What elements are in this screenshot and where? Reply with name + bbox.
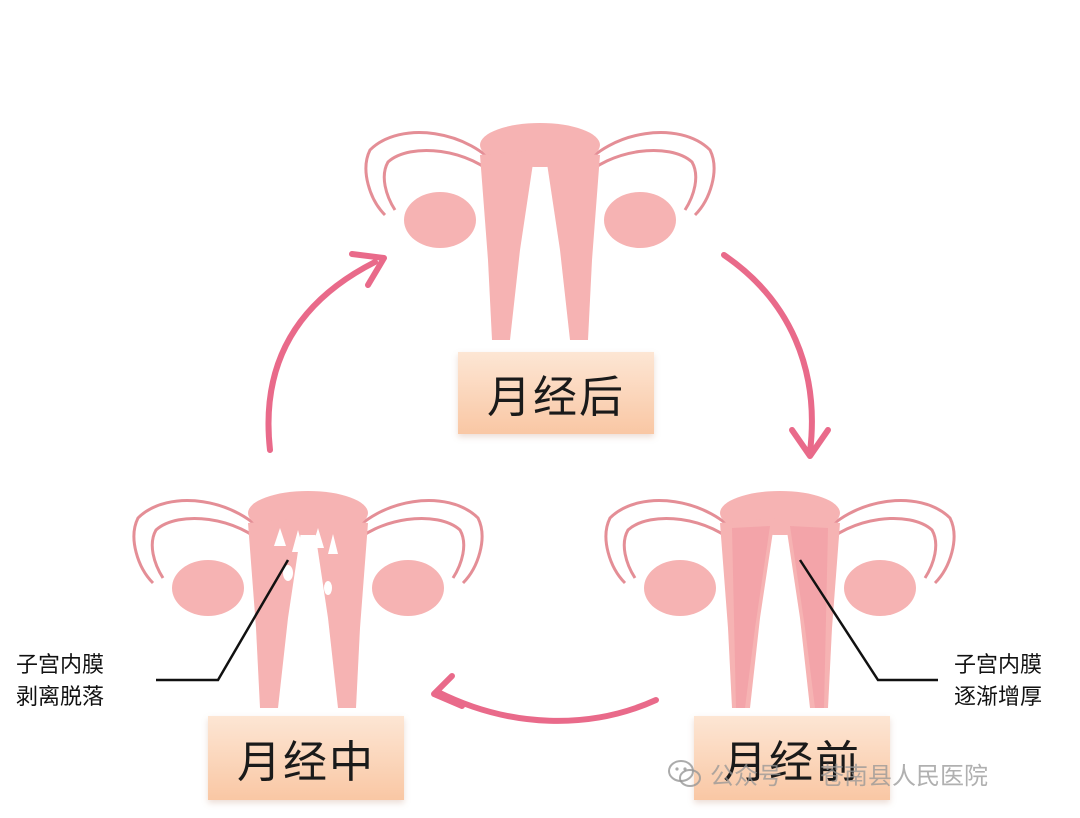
stage-label-after: 月经后 <box>458 352 654 434</box>
watermark-name: 苍南县人民医院 <box>820 762 988 790</box>
annotation-right-line2: 逐渐增厚 <box>954 685 1043 710</box>
annotation-right-line1: 子宫内膜 <box>954 653 1043 678</box>
stage-label-during: 月经中 <box>208 716 404 800</box>
pointer-right <box>798 559 938 682</box>
watermark: 公众号 苍南县人民医院 <box>668 756 988 791</box>
stage-label-before: 月经前 <box>694 716 890 800</box>
annotation-right: 子宫内膜 逐渐增厚 <box>954 650 1042 714</box>
watermark-prefix: 公众号 <box>710 762 782 790</box>
wechat-icon <box>668 759 701 787</box>
annotation-left-line2: 剥离脱落 <box>16 685 105 710</box>
annotation-left: 子宫内膜 剥离脱落 <box>16 650 104 714</box>
pointer-left <box>156 559 290 682</box>
uterus-after <box>364 121 716 342</box>
uterus-during <box>132 489 484 710</box>
annotation-left-line1: 子宫内膜 <box>16 653 105 678</box>
uterus-before <box>604 489 956 710</box>
